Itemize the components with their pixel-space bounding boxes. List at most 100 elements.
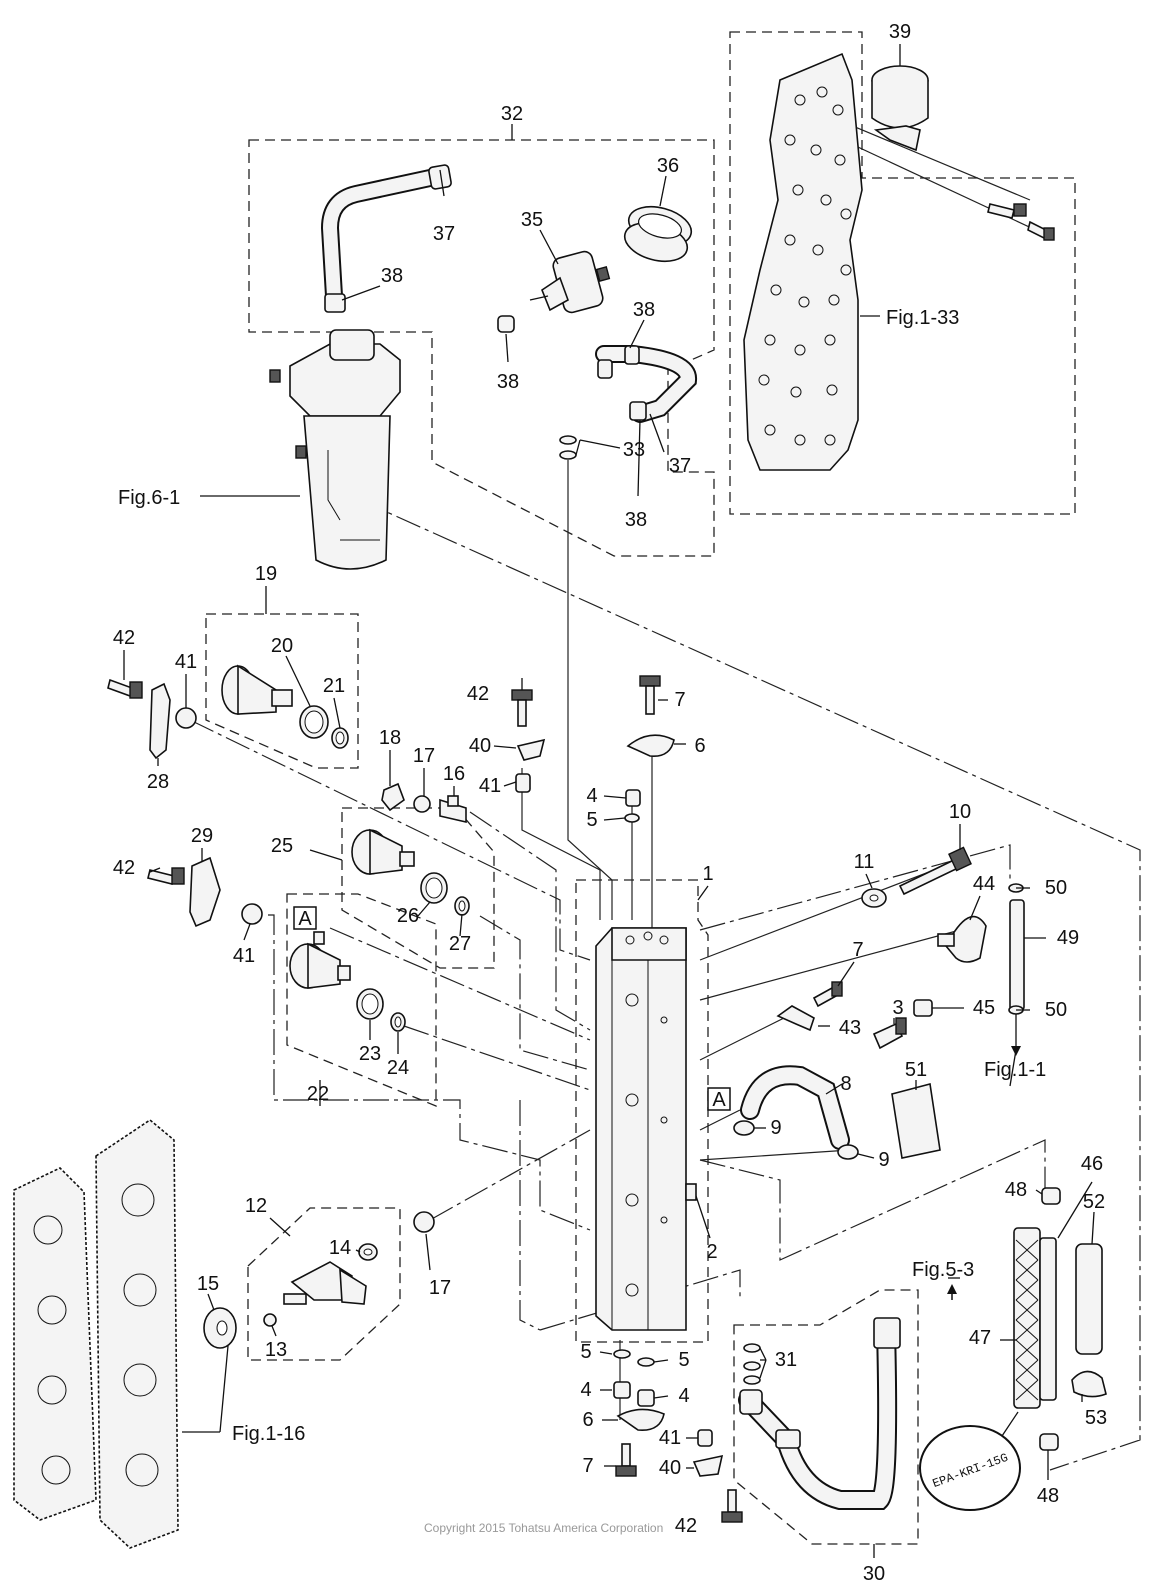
callout-41-c: 41 bbox=[233, 945, 255, 967]
callout-9-b: 9 bbox=[878, 1149, 889, 1171]
part-37-hose-bent bbox=[320, 164, 452, 313]
callout-4-b: 4 bbox=[580, 1379, 591, 1401]
connection-lines bbox=[189, 103, 1141, 1471]
part-8-hose bbox=[740, 1065, 850, 1150]
callout-42-b: 42 bbox=[467, 683, 489, 705]
part-44-clamp bbox=[937, 915, 987, 963]
part-20-21-seals bbox=[299, 705, 349, 749]
chain-line-24 bbox=[403, 1025, 591, 1091]
part-28-bracket bbox=[149, 682, 171, 760]
part-37-hose-lower bbox=[595, 345, 697, 423]
callout-5-a: 5 bbox=[586, 809, 597, 831]
callout-23: 23 bbox=[359, 1043, 381, 1065]
part-46-pipe bbox=[1039, 1237, 1057, 1401]
figure-references: Fig.1-33 Fig.6-1 Fig.1-1 Fig.5-3 Fig.1-1… bbox=[118, 307, 1046, 1445]
part-48-clip-a bbox=[1041, 1187, 1061, 1205]
callout-20: 20 bbox=[271, 635, 293, 657]
callout-6-b: 6 bbox=[582, 1409, 593, 1431]
callout-44: 44 bbox=[973, 873, 995, 895]
part-9-clips bbox=[733, 1120, 859, 1160]
callout-42-a: 42 bbox=[113, 627, 135, 649]
callout-24: 24 bbox=[387, 1057, 409, 1079]
callout-6-a: 6 bbox=[694, 735, 705, 757]
part-1-fuel-rail bbox=[595, 927, 697, 1331]
callout-13: 13 bbox=[265, 1339, 287, 1361]
part-41-collar-b bbox=[515, 773, 531, 793]
callout-12: 12 bbox=[245, 1195, 267, 1217]
callout-14: 14 bbox=[329, 1237, 351, 1259]
chain-line-hose-46 bbox=[699, 1139, 1046, 1261]
part-5-washer-a bbox=[624, 813, 640, 823]
callout-1: 1 bbox=[702, 863, 713, 885]
callout-26: 26 bbox=[397, 905, 419, 927]
group-1-boundary bbox=[575, 879, 709, 1343]
callout-21: 21 bbox=[323, 675, 345, 697]
callout-37-upper: 37 bbox=[433, 223, 455, 245]
callout-38-right: 38 bbox=[633, 299, 655, 321]
part-7-bolt-c bbox=[615, 1443, 637, 1477]
part-6-plate-a bbox=[626, 734, 675, 757]
part-39-bolts bbox=[987, 203, 1055, 241]
part-35-fuel-filter bbox=[529, 250, 611, 314]
part-29-bracket bbox=[189, 856, 221, 928]
callout-41-b: 41 bbox=[479, 775, 501, 797]
part-25-damper bbox=[351, 828, 415, 875]
part-43-bracket bbox=[776, 1005, 815, 1032]
callout-50-a: 50 bbox=[1045, 877, 1067, 899]
chain-line-fig61 bbox=[359, 499, 1141, 1471]
line-manifold-to-10 bbox=[699, 859, 961, 961]
view-marker-a-right: A bbox=[707, 1087, 731, 1111]
callout-50-b: 50 bbox=[1045, 999, 1067, 1021]
group-22-boundary bbox=[286, 893, 437, 1107]
part-20-regulator bbox=[221, 664, 293, 715]
chain-line-a-fitting bbox=[329, 927, 591, 1041]
part-51-label bbox=[891, 1082, 941, 1159]
part-30-fuel-hose bbox=[738, 1317, 901, 1510]
part-36-grommet bbox=[623, 205, 693, 263]
callout-31: 31 bbox=[775, 1349, 797, 1371]
callout-10: 10 bbox=[949, 801, 971, 823]
part-40-clip-b bbox=[692, 1454, 724, 1477]
part-41-collar-a bbox=[175, 707, 197, 729]
callout-15: 15 bbox=[197, 1273, 219, 1295]
group-19-boundary bbox=[205, 613, 359, 769]
callout-42-c: 42 bbox=[113, 857, 135, 879]
part-12-fitting bbox=[283, 1261, 367, 1305]
view-marker-a-right-text: A bbox=[712, 1089, 726, 1111]
callout-28: 28 bbox=[147, 771, 169, 793]
part-5-washers-b bbox=[613, 1349, 655, 1367]
part-47-sleeve-hose bbox=[1013, 1227, 1041, 1409]
part-41-collar-d bbox=[697, 1429, 713, 1447]
chain-line-manifold-right bbox=[699, 844, 1011, 931]
part-23-24-seals bbox=[356, 988, 406, 1032]
callout-42-d: 42 bbox=[675, 1515, 697, 1537]
part-15-washer bbox=[203, 1307, 237, 1349]
callout-53: 53 bbox=[1085, 1407, 1107, 1429]
callout-41-d: 41 bbox=[659, 1427, 681, 1449]
view-marker-a-left: A bbox=[293, 906, 317, 930]
callout-48-b: 48 bbox=[1037, 1485, 1059, 1507]
group-32-boundary bbox=[248, 139, 715, 557]
cylinder-block-outline bbox=[743, 52, 863, 471]
part-49-pipe bbox=[1009, 899, 1025, 1011]
part-10-bolt bbox=[898, 846, 972, 896]
fig-1-16-cylinder-heads bbox=[13, 1119, 179, 1549]
chain-line-41a bbox=[189, 719, 591, 961]
line-33-down bbox=[567, 460, 613, 920]
epa-stamp: EPA-KRI-15G bbox=[919, 1411, 1021, 1511]
line-manifold-to-8 bbox=[699, 1109, 741, 1131]
fig-ref-1-1: Fig.1-1 bbox=[984, 1059, 1046, 1081]
callout-22: 22 bbox=[307, 1083, 329, 1105]
part-39-clamp bbox=[871, 65, 929, 152]
callout-32: 32 bbox=[501, 103, 523, 125]
group-fig-1-33-boundary bbox=[729, 31, 1076, 515]
chain-line-bottom-left bbox=[519, 1100, 541, 1331]
callout-51: 51 bbox=[905, 1059, 927, 1081]
callout-25: 25 bbox=[271, 835, 293, 857]
callout-9-a: 9 bbox=[770, 1117, 781, 1139]
part-41-collar-c bbox=[241, 903, 263, 925]
callout-3: 3 bbox=[892, 997, 903, 1019]
callout-27: 27 bbox=[449, 933, 471, 955]
callout-48-a: 48 bbox=[1005, 1179, 1027, 1201]
callout-8: 8 bbox=[840, 1073, 851, 1095]
